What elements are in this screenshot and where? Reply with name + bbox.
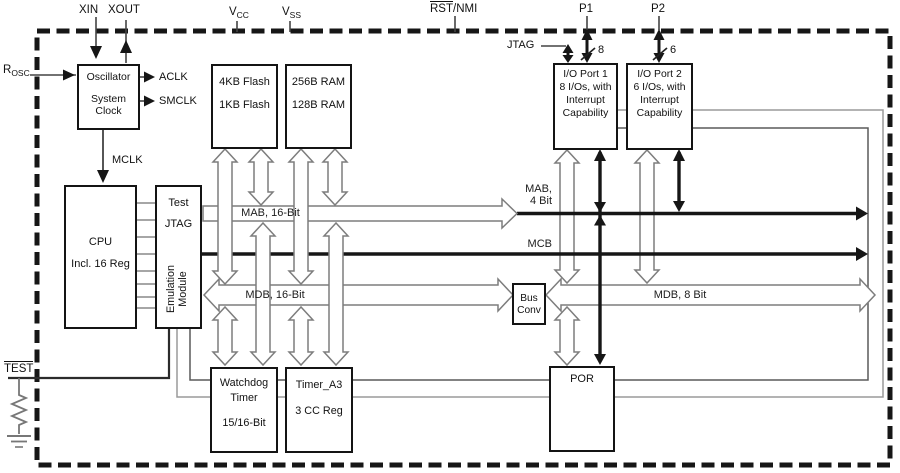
watchdog-timer-block: Watchdog Timer 15/16-Bit [210, 367, 278, 453]
watchdog-label: Watchdog [219, 377, 269, 389]
mab-16bit-bus [202, 197, 519, 230]
port1-address-por-line [594, 149, 606, 365]
port1-label: I/O Port 1 [563, 69, 608, 80]
mdb16-bus-label: MDB, 16-Bit [245, 289, 305, 301]
bus-width-slashes [580, 47, 668, 61]
pin-stubs [95, 16, 660, 63]
p1-bus-width-label: 8 [598, 44, 605, 56]
mclk-signal-label: MCLK [112, 154, 143, 166]
emulation-module-label: Emulation Module [165, 265, 189, 314]
mclk-arrow [97, 130, 109, 183]
timer-a3-label: 3 CC Reg [295, 405, 343, 417]
jtag-port-loop-lines [176, 109, 884, 398]
xin-pin-label: XIN [79, 4, 99, 16]
flash-size-label: 4KB Flash [219, 76, 270, 88]
xout-output-arrow [120, 40, 132, 53]
rst-nmi-pin-label: RST/NMI [430, 1, 478, 15]
p2-pin-arrow [653, 29, 665, 63]
flash-memory-block: 4KB Flash 1KB Flash [211, 64, 278, 149]
watchdog-label: 15/16-Bit [222, 417, 266, 429]
cpu-jtag-interconnect-lines [137, 202, 155, 309]
mab-4bit-line [517, 206, 868, 221]
port-data-bus-arrows [553, 148, 661, 285]
mcb-bus-label: MCB [527, 238, 552, 250]
aclk-signal-label: ACLK [159, 71, 188, 83]
port2-address-line [673, 149, 685, 212]
port2-label: Capability [636, 108, 683, 119]
port1-label: Capability [562, 108, 609, 119]
xout-pin-label: XOUT [108, 4, 140, 16]
rosc-arrow [30, 69, 76, 81]
test-jtag-label: Test [168, 197, 189, 209]
mcb-line [202, 247, 868, 261]
bus-converter-block: Bus Conv [512, 283, 546, 325]
smclk-arrow [140, 95, 155, 107]
port2-label: 6 I/Os, with [633, 82, 686, 93]
ram-size-label: 128B RAM [291, 99, 346, 111]
aclk-arrow [140, 71, 155, 83]
smclk-signal-label: SMCLK [159, 95, 197, 107]
io-port1-block: I/O Port 1 8 I/Os, with Interrupt Capabi… [553, 63, 618, 150]
cpu-label: CPU [88, 236, 113, 248]
mab16-bus-label: MAB, 16-Bit [241, 207, 300, 219]
p2-pin-label: P2 [651, 3, 666, 15]
bus-conv-label: Conv [517, 304, 541, 316]
bus-conv-label: Bus [520, 293, 538, 304]
mdb-8bit-bus [544, 277, 877, 313]
mdb8-bus-label: MDB, 8 Bit [653, 289, 707, 301]
xin-input-arrow [90, 46, 102, 59]
rosc-pin-label: ROSC [3, 64, 30, 78]
cpu-block: CPU Incl. 16 Reg [64, 185, 137, 329]
pulldown-resistor [9, 378, 29, 434]
port2-label: I/O Port 2 [637, 69, 682, 80]
por-block: POR [549, 366, 615, 452]
port2-label: Interrupt [640, 95, 679, 106]
watchdog-label: Timer [230, 391, 258, 404]
vss-pin-label: VSS [282, 6, 302, 20]
por-label: POR [570, 373, 594, 385]
timer-a3-label: Timer_A3 [295, 379, 343, 391]
test-jtag-emulation-block: Test JTAG [155, 185, 202, 329]
port1-label: Interrupt [566, 95, 605, 106]
timer-a3-block: Timer_A3 3 CC Reg [285, 367, 353, 453]
test-pin-wire [8, 329, 171, 380]
port1-label: 8 I/Os, with [559, 82, 612, 93]
cpu-label: Incl. 16 Reg [71, 258, 130, 270]
p2-bus-width-label: 6 [670, 44, 677, 56]
p1-pin-arrow [581, 29, 593, 63]
vcc-pin-label: VCC [229, 6, 249, 20]
oscillator-label: Clock [95, 105, 122, 117]
io-port2-block: I/O Port 2 6 I/Os, with Interrupt Capabi… [626, 63, 693, 150]
ground-symbol [7, 435, 31, 448]
flash-size-label: 1KB Flash [219, 99, 270, 111]
mab4-bus-label: MAB, 4 Bit [525, 183, 552, 207]
jtag-arrow [562, 44, 574, 63]
oscillator-label: Oscillator [86, 71, 131, 83]
p1-pin-label: P1 [579, 3, 594, 15]
memory-peripheral-bus-arrows [211, 147, 581, 367]
test-pin-label: TEST [4, 361, 34, 375]
ram-size-label: 256B RAM [291, 76, 346, 88]
oscillator-block: Oscillator System Clock [77, 64, 140, 130]
test-jtag-label: JTAG [164, 218, 193, 230]
ram-memory-block: 256B RAM 128B RAM [285, 64, 352, 149]
oscillator-label: System [90, 92, 126, 105]
jtag-signal-label: JTAG [507, 39, 535, 51]
